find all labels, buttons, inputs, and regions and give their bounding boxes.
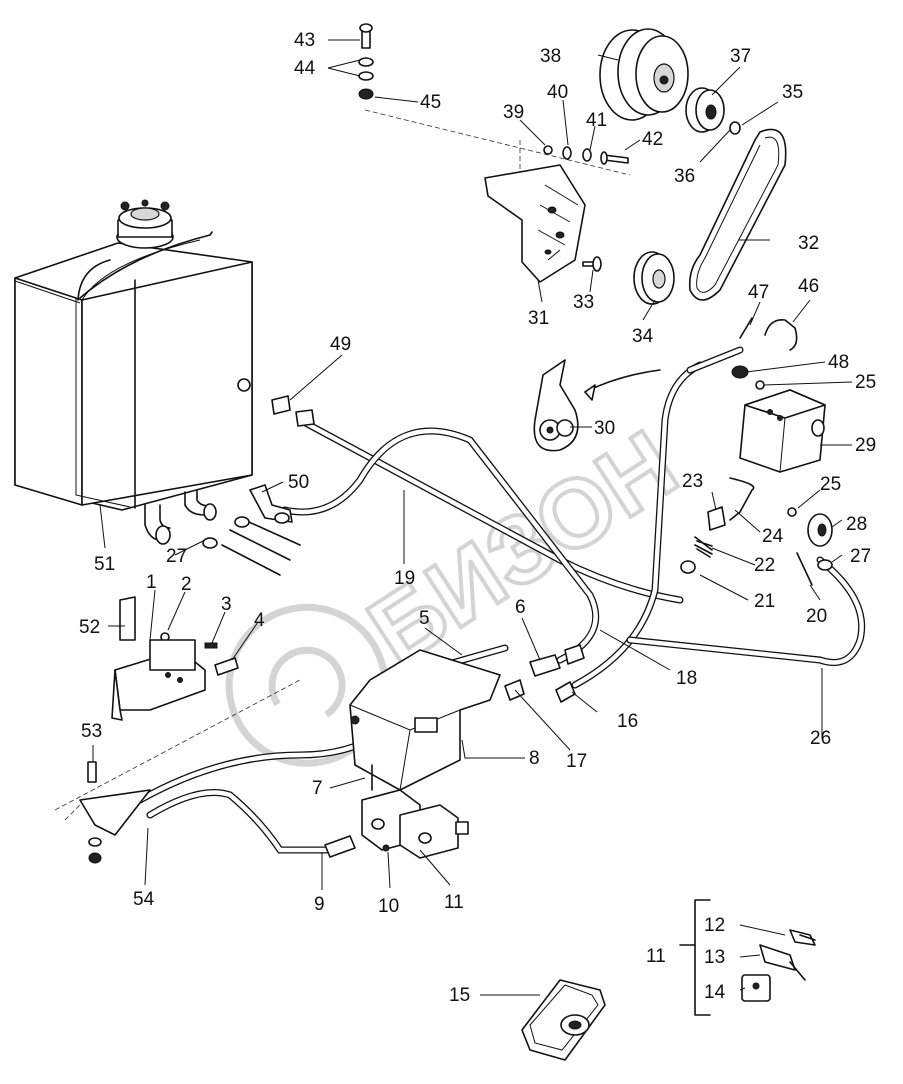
callout-26: 26 — [810, 728, 831, 749]
callout-16: 16 — [617, 711, 638, 732]
callout-37: 37 — [730, 46, 751, 67]
callout-15: 15 — [449, 985, 470, 1006]
callout-6: 6 — [515, 597, 526, 618]
pump-drive-assembly — [358, 23, 787, 305]
callout-52: 52 — [79, 617, 100, 638]
callout-2: 2 — [181, 574, 192, 595]
callout-4: 4 — [254, 610, 265, 631]
callout-24: 24 — [762, 526, 784, 547]
callout-25-bottom: 25 — [820, 474, 841, 495]
callout-53: 53 — [81, 721, 102, 742]
callout-36: 36 — [674, 166, 695, 187]
callout-49: 49 — [330, 334, 351, 355]
callout-20: 20 — [806, 606, 827, 627]
callout-19: 19 — [394, 568, 415, 589]
callout-40: 40 — [547, 82, 568, 103]
callout-32: 32 — [798, 233, 819, 254]
callout-33: 33 — [573, 292, 594, 313]
callout-44: 44 — [294, 58, 316, 79]
callout-46: 46 — [798, 276, 819, 297]
callout-54: 54 — [133, 889, 155, 910]
callout-39: 39 — [503, 102, 524, 123]
callout-18: 18 — [676, 668, 697, 689]
callout-38: 38 — [540, 46, 561, 67]
callout-14: 14 — [704, 982, 726, 1003]
callout-28: 28 — [846, 514, 867, 535]
callout-22: 22 — [754, 555, 775, 576]
callout-30: 30 — [594, 418, 615, 439]
callout-29: 29 — [855, 435, 876, 456]
callout-51: 51 — [94, 554, 115, 575]
callout-23: 23 — [682, 471, 703, 492]
steering-unit-30 — [533, 359, 661, 452]
callout-1: 1 — [146, 572, 157, 593]
fittings — [54, 395, 585, 864]
callout-31: 31 — [528, 308, 549, 329]
callout-13: 13 — [704, 947, 725, 968]
callout-34: 34 — [632, 326, 654, 347]
callout-11-manifold: 11 — [444, 892, 464, 913]
hydraulic-tank — [14, 199, 253, 545]
callout-27-left: 27 — [166, 546, 187, 567]
callout-7: 7 — [312, 778, 323, 799]
callout-10: 10 — [378, 896, 399, 917]
callout-11-group: 11 — [646, 946, 666, 967]
callout-47: 47 — [748, 282, 769, 303]
callout-labels: 43 44 45 38 37 35 36 39 40 41 42 32 33 3… — [79, 30, 876, 1006]
callout-45: 45 — [420, 92, 441, 113]
callout-17: 17 — [566, 751, 587, 772]
callout-48: 48 — [828, 352, 849, 373]
callout-8: 8 — [529, 748, 540, 769]
callout-41: 41 — [586, 110, 607, 131]
callout-27-right: 27 — [850, 546, 871, 567]
valve-components — [521, 899, 816, 1061]
callout-25-top: 25 — [855, 372, 876, 393]
callout-5: 5 — [419, 608, 430, 629]
callout-21: 21 — [754, 591, 775, 612]
callout-50: 50 — [288, 472, 309, 493]
brackets — [111, 596, 501, 859]
callout-9: 9 — [314, 894, 325, 915]
callout-42: 42 — [642, 129, 663, 150]
callout-12: 12 — [704, 915, 725, 936]
callout-3: 3 — [221, 594, 232, 615]
callout-43: 43 — [294, 30, 315, 51]
callout-35: 35 — [782, 82, 803, 103]
leader-lines — [92, 39, 853, 996]
hydraulic-cylinder-29 — [680, 317, 833, 586]
